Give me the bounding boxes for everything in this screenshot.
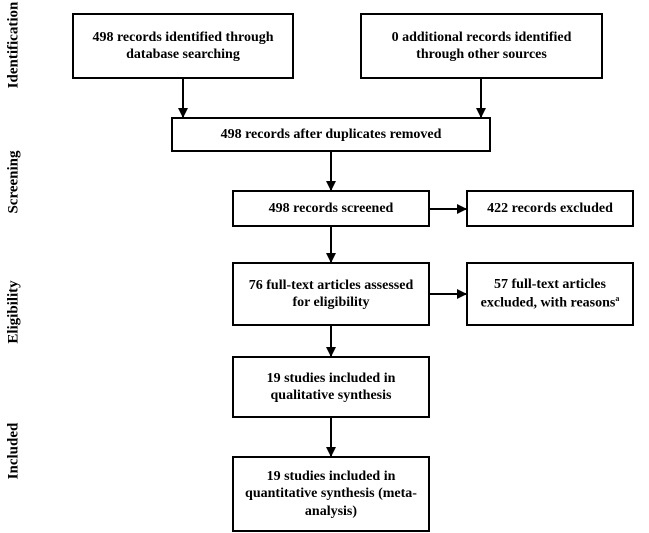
other-records-text: 0 additional records identified through …: [391, 29, 572, 63]
after-duplicates-box: 498 records after duplicates removed: [171, 117, 491, 152]
fulltext-excluded-text: 57 full-text articles excluded, with rea…: [481, 276, 620, 312]
excluded-text: 422 records excluded: [487, 200, 613, 216]
fulltext-assessed-box: 76 full-text articles assessed for eligi…: [232, 262, 430, 326]
database-records-box: 498 records identified through database …: [72, 13, 294, 79]
fulltext-excluded-box: 57 full-text articles excluded, with rea…: [466, 262, 634, 326]
screened-box: 498 records screened: [232, 190, 430, 227]
fulltext-assessed-text: 76 full-text articles assessed for eligi…: [248, 277, 414, 311]
quantitative-synthesis-box: 19 studies included in quantitative synt…: [232, 456, 430, 532]
footnote-marker: a: [615, 293, 620, 303]
database-records-text: 498 records identified through database …: [92, 29, 274, 63]
quantitative-synthesis-text: 19 studies included in quantitative synt…: [245, 468, 417, 519]
qualitative-synthesis-text: 19 studies included in qualitative synth…: [266, 370, 396, 404]
fulltext-excluded-label: 57 full-text articles excluded, with rea…: [480, 277, 616, 311]
qualitative-synthesis-box: 19 studies included in qualitative synth…: [232, 356, 430, 418]
other-records-box: 0 additional records identified through …: [360, 13, 603, 79]
after-duplicates-text: 498 records after duplicates removed: [220, 126, 442, 142]
excluded-box: 422 records excluded: [466, 190, 634, 227]
screened-text: 498 records screened: [268, 200, 394, 216]
